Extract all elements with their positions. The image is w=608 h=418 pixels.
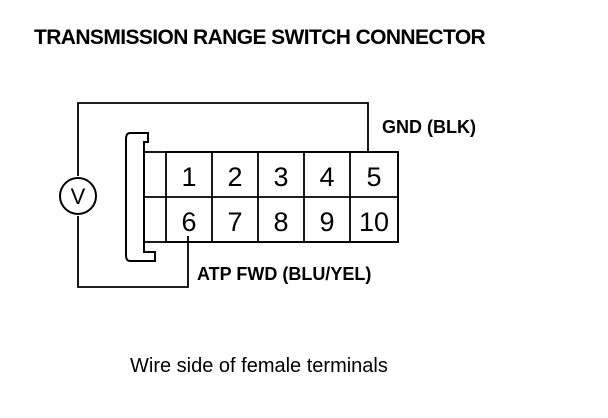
voltmeter-symbol: V [71,184,86,209]
terminal-1: 1 [181,162,196,192]
diagram-caption: Wire side of female terminals [130,355,388,377]
terminal-2: 2 [227,162,242,192]
terminal-6: 6 [181,207,196,237]
terminal-8: 8 [273,207,288,237]
wire-to-atp-fwd [77,216,189,288]
terminal-4: 4 [319,162,334,192]
connector-housing [125,132,156,262]
terminal-5: 5 [366,162,381,192]
terminal-10: 10 [359,207,389,237]
voltmeter-icon [59,177,97,215]
diagram-title: TRANSMISSION RANGE SWITCH CONNECTOR [34,26,486,49]
terminal-3: 3 [273,162,288,192]
wire-to-gnd [77,102,369,176]
terminal-7: 7 [227,207,242,237]
atp-fwd-label: ATP FWD (BLU/YEL) [197,264,371,284]
gnd-label: GND (BLK) [382,117,476,137]
terminal-9: 9 [319,207,334,237]
